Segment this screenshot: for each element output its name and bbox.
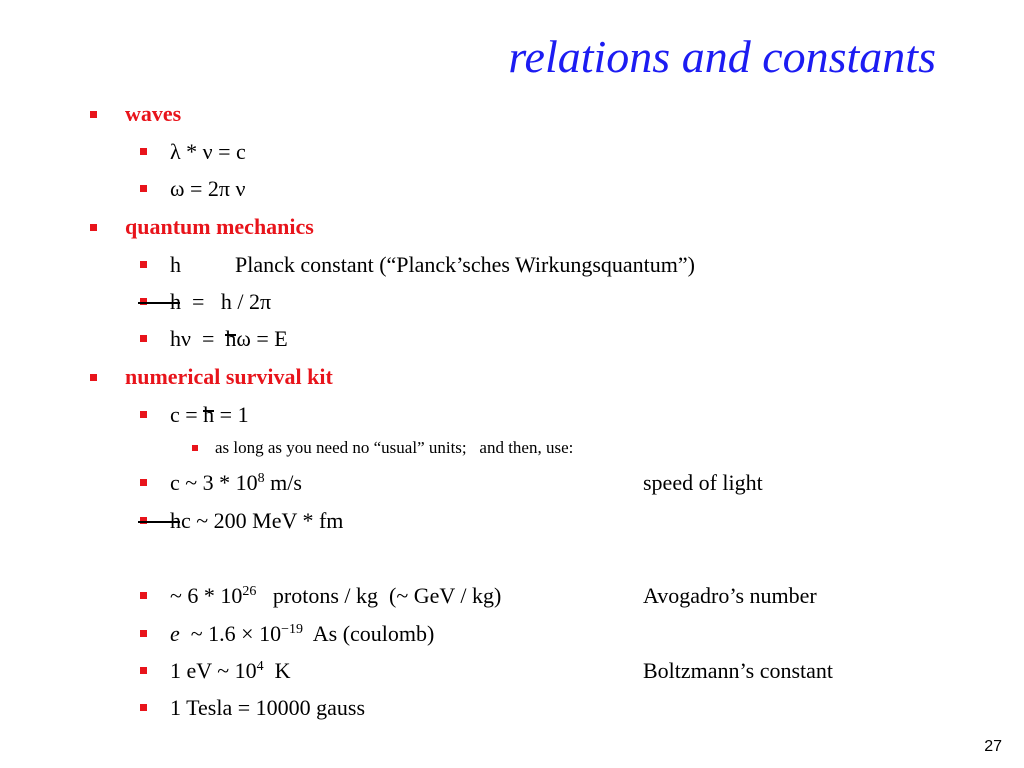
bullet-icon xyxy=(140,479,147,486)
hbar-symbol: h xyxy=(203,402,215,427)
hbar-definition-item: h = h / 2π xyxy=(138,289,271,315)
heading-numerical-survival-kit: numerical survival kit xyxy=(90,364,333,390)
page-number: 27 xyxy=(984,738,1002,755)
slide-title: relations and constants xyxy=(508,31,936,82)
bullet-icon xyxy=(140,185,147,192)
bullet-icon xyxy=(192,445,198,451)
hbar-symbol: h xyxy=(225,326,237,351)
bullet-icon xyxy=(140,630,147,637)
bullet-icon xyxy=(90,111,97,118)
photon-energy-item: hν = hω = E xyxy=(140,326,288,352)
bullet-icon xyxy=(140,261,147,268)
planck-constant-item: h Planck constant (“Planck’sches Wirkung… xyxy=(140,252,695,278)
hbar-c-item: hc ~ 200 MeV * fm xyxy=(138,508,343,534)
units-note: as long as you need no “usual” units; an… xyxy=(192,438,573,458)
speed-of-light-item: c ~ 3 * 108 m/s speed of light xyxy=(140,470,763,496)
strike-line xyxy=(138,521,180,523)
natural-units-item: c = h = 1 xyxy=(140,402,249,428)
wave-relation-angular: ω = 2π ν xyxy=(140,176,245,202)
bullet-icon xyxy=(140,335,147,342)
bullet-icon xyxy=(90,224,97,231)
bullet-icon xyxy=(90,374,97,381)
elementary-charge-item: e ~ 1.6 × 10−19 As (coulomb) xyxy=(140,621,434,647)
boltzmann-item: 1 eV ~ 104 K Boltzmann’s constant xyxy=(140,658,833,684)
heading-waves: waves xyxy=(90,101,181,127)
tesla-item: 1 Tesla = 10000 gauss xyxy=(140,695,365,721)
strike-line xyxy=(138,302,180,304)
bullet-icon xyxy=(140,411,147,418)
bullet-icon xyxy=(140,704,147,711)
bullet-icon xyxy=(140,592,147,599)
bullet-icon xyxy=(140,298,147,305)
bullet-icon xyxy=(140,517,147,524)
bullet-icon xyxy=(140,148,147,155)
bullet-icon xyxy=(140,667,147,674)
wave-relation-speed: λ * ν = c xyxy=(140,139,246,165)
avogadro-item: ~ 6 * 1026 protons / kg (~ GeV / kg) Avo… xyxy=(140,583,817,609)
heading-quantum-mechanics: quantum mechanics xyxy=(90,214,314,240)
